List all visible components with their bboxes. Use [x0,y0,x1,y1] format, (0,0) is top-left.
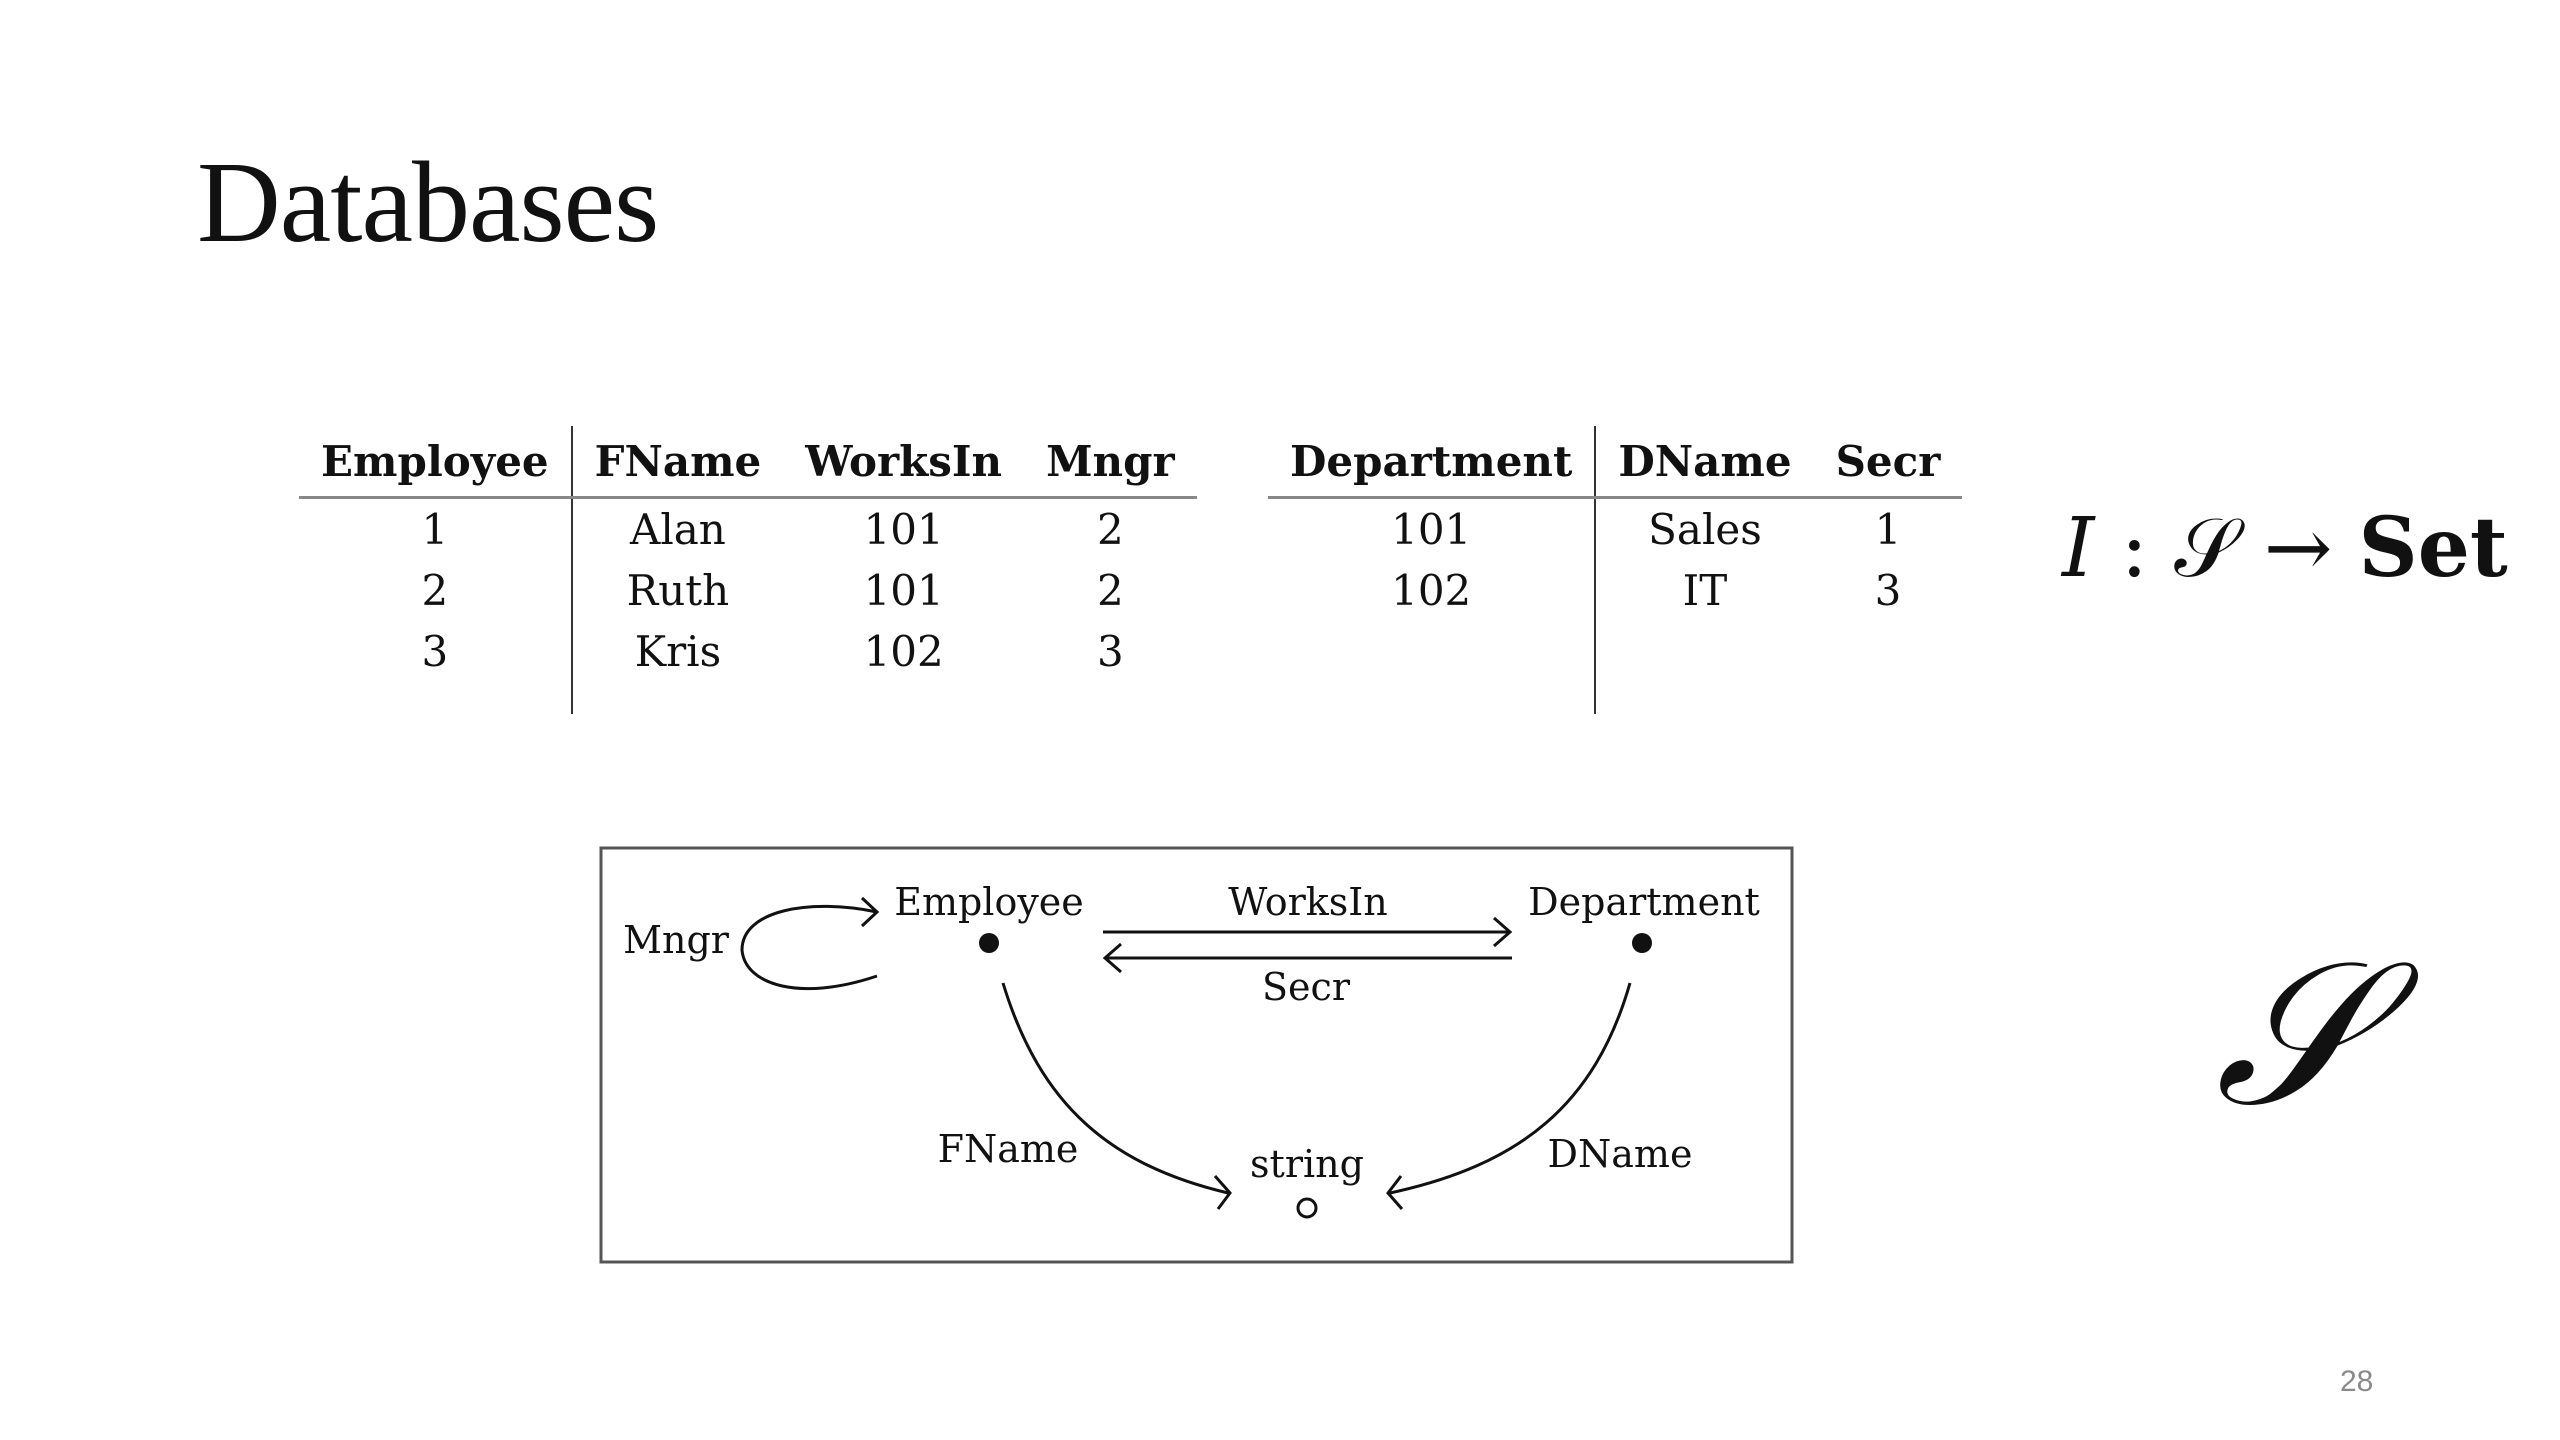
dname-arrowhead [1386,1175,1404,1210]
department-node-dot [1632,933,1652,953]
instance-functor-formula: I : 𝒮 → Set [2062,500,2508,597]
table-row: 2 Ruth 101 2 [299,560,1197,621]
column-header-mngr: Mngr [1046,436,1175,486]
edge-label-secr: Secr [1262,965,1351,1009]
table-cell: Alan [630,505,726,554]
edge-label-worksin: WorksIn [1228,880,1388,924]
table-cell: Ruth [626,566,730,615]
table-cell: 3 [1096,627,1124,676]
table-cell: 3 [1874,566,1902,615]
table-cell: 3 [299,621,573,682]
table-row: 3 Kris 102 3 [299,621,1197,682]
formula-colon: : [2120,501,2149,596]
dname-arrow [1389,982,1632,1195]
table-cell: Kris [634,627,722,676]
table-cell: 101 [863,505,944,554]
worksin-arrowhead [1493,916,1513,948]
table-header-row: Department DName Secr [1268,426,1963,498]
table-cell: 1 [1874,505,1902,554]
table-cell: 2 [1096,566,1124,615]
schema-symbol: 𝒮 [2215,918,2370,1151]
diagram-frame [599,846,1794,1264]
table-cell-empty [299,682,573,714]
node-label-string: string [1250,1142,1364,1186]
edge-label-dname: DName [1548,1132,1693,1176]
string-node-circle [1296,1197,1318,1219]
table-row: 101 Sales 1 [1268,497,1962,560]
formula-arrow: → [2263,501,2333,596]
mngr-loop-arrow [740,904,878,991]
fname-arrowhead [1213,1175,1232,1210]
slide-title: Databases [197,139,659,267]
edge-label-mngr: Mngr [623,918,730,962]
table-cell: 2 [1096,505,1124,554]
formula-target: Set [2358,500,2508,596]
column-header-fname: FName [594,436,762,486]
table-cell: Sales [1648,505,1762,554]
table-cell: 102 [863,627,944,676]
table-row: 1 Alan 101 2 [299,497,1197,560]
mngr-arrowhead [860,896,880,928]
column-header-employee: Employee [299,426,573,498]
column-header-dname: DName [1618,436,1792,486]
table-filler-row [299,682,1197,714]
table-cell: 2 [299,560,573,621]
table-filler-row [1268,682,1962,714]
page-number: 28 [2340,1365,2374,1398]
employee-table: Employee FName WorksIn Mngr 1 Alan 101 2… [299,426,1197,714]
table-cell: 1 [299,497,573,560]
table-cell: IT [1682,566,1728,615]
column-header-worksin: WorksIn [805,436,1003,486]
table-cell: 101 [1268,497,1597,560]
node-label-department: Department [1528,880,1760,924]
column-header-department: Department [1268,426,1597,498]
department-table: Department DName Secr 101 Sales 1 102 IT… [1268,426,1963,714]
edge-label-fname: FName [938,1127,1079,1171]
table-header-row: Employee FName WorksIn Mngr [299,426,1197,498]
formula-instance: I [2062,501,2095,596]
table-cell: 101 [863,566,944,615]
formula-schema: 𝒮 [2174,501,2238,596]
fname-arrow [1001,982,1229,1195]
table-row: 102 IT 3 [1268,560,1962,621]
table-row [1268,621,1962,682]
secr-arrowhead [1102,942,1122,974]
table-cell-empty [1268,682,1597,714]
employee-node-dot [979,933,999,953]
node-label-employee: Employee [894,880,1084,924]
column-header-secr: Secr [1835,436,1941,486]
table-cell-empty [1268,621,1597,682]
table-cell: 102 [1268,560,1597,621]
